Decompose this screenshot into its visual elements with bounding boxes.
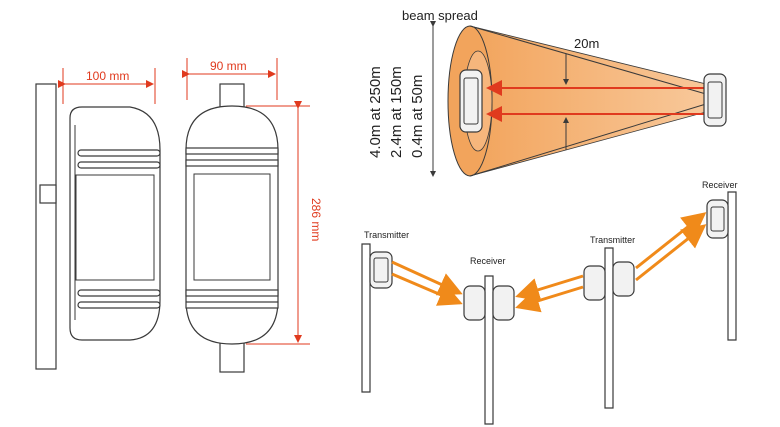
dim-width-label: 90 mm xyxy=(210,59,247,73)
install-receiver-1a xyxy=(463,285,486,321)
beam-spread-diagram: beam spread 4.0m at 250m 2.4m at 150m 0.… xyxy=(367,8,727,177)
side-window xyxy=(75,174,155,281)
side-groove xyxy=(77,149,161,157)
install-transmitter-2b xyxy=(612,261,635,297)
side-groove xyxy=(77,301,161,309)
receiver-lens xyxy=(463,77,479,125)
distance-label: 20m xyxy=(574,36,599,51)
front-groove xyxy=(185,301,279,309)
front-view-device: 90 mm 286 mm xyxy=(182,58,323,373)
wall-plate xyxy=(35,83,57,370)
install-receiver-2 xyxy=(706,199,729,239)
installation-scene: Transmitter Receiver Transmitter Receive… xyxy=(361,180,738,425)
spread-label-250: 4.0m at 250m xyxy=(367,66,384,158)
install-label-receiver-2: Receiver xyxy=(702,180,738,190)
device-lens xyxy=(373,257,389,283)
install-beam xyxy=(515,274,584,302)
front-window xyxy=(193,173,271,281)
transmitter-lens xyxy=(707,81,723,119)
cone-edge xyxy=(469,25,707,95)
side-groove xyxy=(77,161,161,169)
front-groove xyxy=(185,289,279,297)
beam-spread-title: beam spread xyxy=(402,8,478,23)
dim-depth-label: 100 mm xyxy=(86,69,129,83)
pole xyxy=(361,243,371,393)
pole xyxy=(484,275,494,425)
spread-label-50: 0.4m at 50m xyxy=(409,75,426,158)
install-beam xyxy=(391,272,463,306)
pole xyxy=(727,191,737,341)
install-transmitter-1 xyxy=(369,251,393,289)
install-label-receiver-1: Receiver xyxy=(470,256,506,266)
receiver-in-cone xyxy=(459,69,483,133)
dim-height-label: 286 mm xyxy=(309,198,323,241)
mount-bracket xyxy=(39,184,57,204)
install-beam xyxy=(635,224,707,282)
front-top-bracket xyxy=(219,83,245,109)
device-lens xyxy=(710,206,725,232)
side-view-device: 100 mm xyxy=(35,68,161,370)
pole xyxy=(604,247,614,409)
install-receiver-1b xyxy=(492,285,515,321)
install-transmitter-2a xyxy=(583,265,606,301)
front-groove xyxy=(185,147,279,155)
install-beam xyxy=(635,212,707,270)
install-beam xyxy=(515,285,584,313)
front-bottom-bracket xyxy=(219,341,245,373)
front-groove xyxy=(185,159,279,167)
cone-edge xyxy=(469,103,707,177)
transmitter-in-cone xyxy=(703,73,727,127)
spread-label-150: 2.4m at 150m xyxy=(388,66,405,158)
install-label-transmitter-2: Transmitter xyxy=(590,235,635,245)
side-groove xyxy=(77,289,161,297)
install-label-transmitter-1: Transmitter xyxy=(364,230,409,240)
